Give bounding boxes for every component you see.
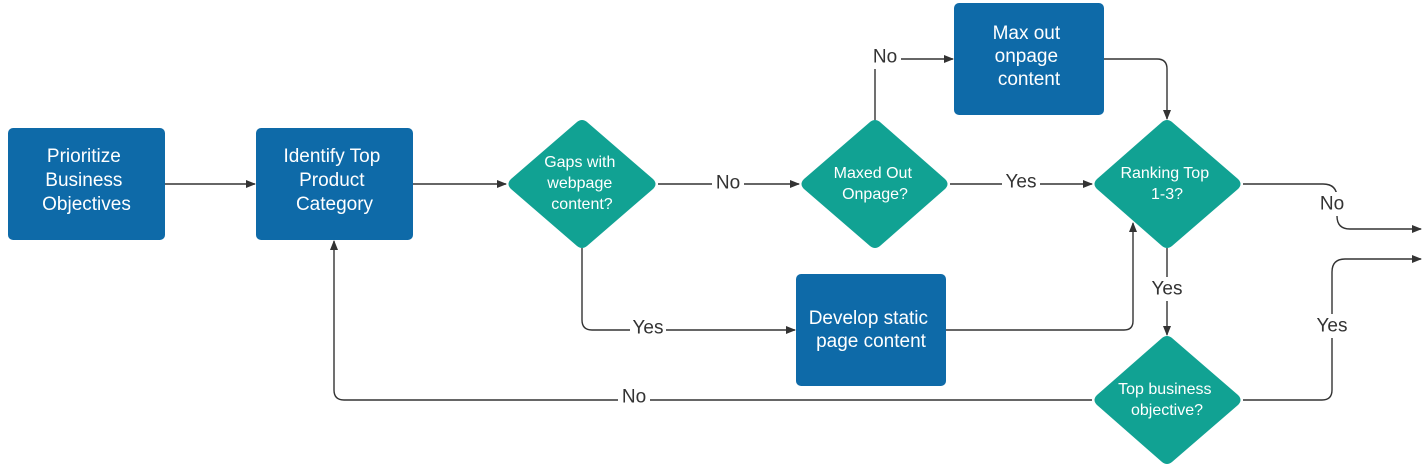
svg-text:Gaps with webpage: Gaps with webpage content?: [544, 154, 620, 213]
node-text-line: Develop static: [809, 308, 928, 329]
node-text-line: Identify Top: [283, 146, 380, 167]
node-text-line: Objectives: [42, 194, 131, 215]
svg-text:Top business objective?: Top business objective?: [1118, 381, 1216, 419]
node-identify-top-product-category: Identify Top Product Category: [256, 128, 413, 240]
node-text-line: Onpage?: [842, 186, 908, 203]
node-text-line: page content: [816, 331, 927, 352]
node-text-line: Ranking Top: [1120, 165, 1209, 182]
label-ranking-yes: Yes: [1152, 279, 1183, 300]
node-text-line: content: [998, 69, 1061, 90]
svg-text:Maxed Out Onpage?: Maxed Out Onpage?: [834, 165, 917, 203]
edge-develop-to-ranking: [946, 222, 1137, 331]
decision-shape: [1094, 336, 1241, 464]
svg-text:Max out onpage con: Max out onpage content: [993, 23, 1066, 90]
label-topbiz-yes: Yes: [1317, 316, 1348, 337]
node-text-line: 1-3?: [1151, 186, 1183, 203]
label-topbiz-no: No: [622, 387, 646, 408]
node-max-out-onpage-content: Max out onpage content: [954, 3, 1104, 115]
decision-maxed-out-onpage: Maxed Out Onpage?: [801, 120, 948, 248]
svg-text:Identify Top Product: Identify Top Product Category: [283, 146, 385, 215]
node-text-line: Gaps with: [544, 154, 615, 171]
svg-text:Ranking Top 1-3?: Ranking Top 1-3?: [1120, 165, 1213, 203]
node-shape: [954, 3, 1104, 115]
edge-gaps-to-develop: [581, 248, 796, 334]
node-text-line: webpage: [546, 175, 612, 192]
node-shape: [796, 274, 946, 386]
node-shape: [8, 128, 165, 240]
node-text-line: Prioritize: [47, 146, 121, 167]
decision-shape: [1094, 120, 1241, 248]
node-prioritize-business-objectives: Prioritize Business Objectives: [8, 128, 165, 240]
label-ranking-no: No: [1320, 194, 1344, 215]
decision-shape: [801, 120, 948, 248]
svg-text:Prioritize Business: Prioritize Business Objectives: [42, 146, 131, 215]
node-text-line: Category: [296, 194, 374, 215]
label-maxed-yes: Yes: [1006, 172, 1037, 193]
node-text-line: objective?: [1131, 402, 1203, 419]
node-text-line: onpage: [995, 46, 1058, 67]
edge-labels: No Yes No Yes No Yes Yes No: [618, 45, 1351, 409]
decision-ranking-top-1-3: Ranking Top 1-3?: [1094, 120, 1241, 248]
node-text-line: Product: [299, 170, 365, 191]
node-text-line: Maxed Out: [834, 165, 913, 182]
node-develop-static-page-content: Develop static page content: [796, 274, 946, 386]
decision-top-business-objective: Top business objective?: [1094, 336, 1241, 464]
edge-topbiz-to-identify: [330, 240, 1092, 401]
decision-gaps-with-webpage-content: Gaps with webpage content?: [508, 120, 656, 248]
label-gaps-yes: Yes: [633, 318, 664, 339]
node-shape: [256, 128, 413, 240]
edge-maxout-to-ranking: [1104, 58, 1171, 120]
decision-shape: [508, 120, 656, 248]
label-gaps-no: No: [716, 173, 740, 194]
svg-text:Develop static page cont: Develop static page content: [809, 308, 934, 352]
node-text-line: Max out: [993, 23, 1061, 44]
node-text-line: Top business: [1118, 381, 1211, 398]
node-text-line: content?: [551, 196, 612, 213]
label-maxed-no: No: [873, 47, 897, 68]
node-text-line: Business: [45, 170, 122, 191]
